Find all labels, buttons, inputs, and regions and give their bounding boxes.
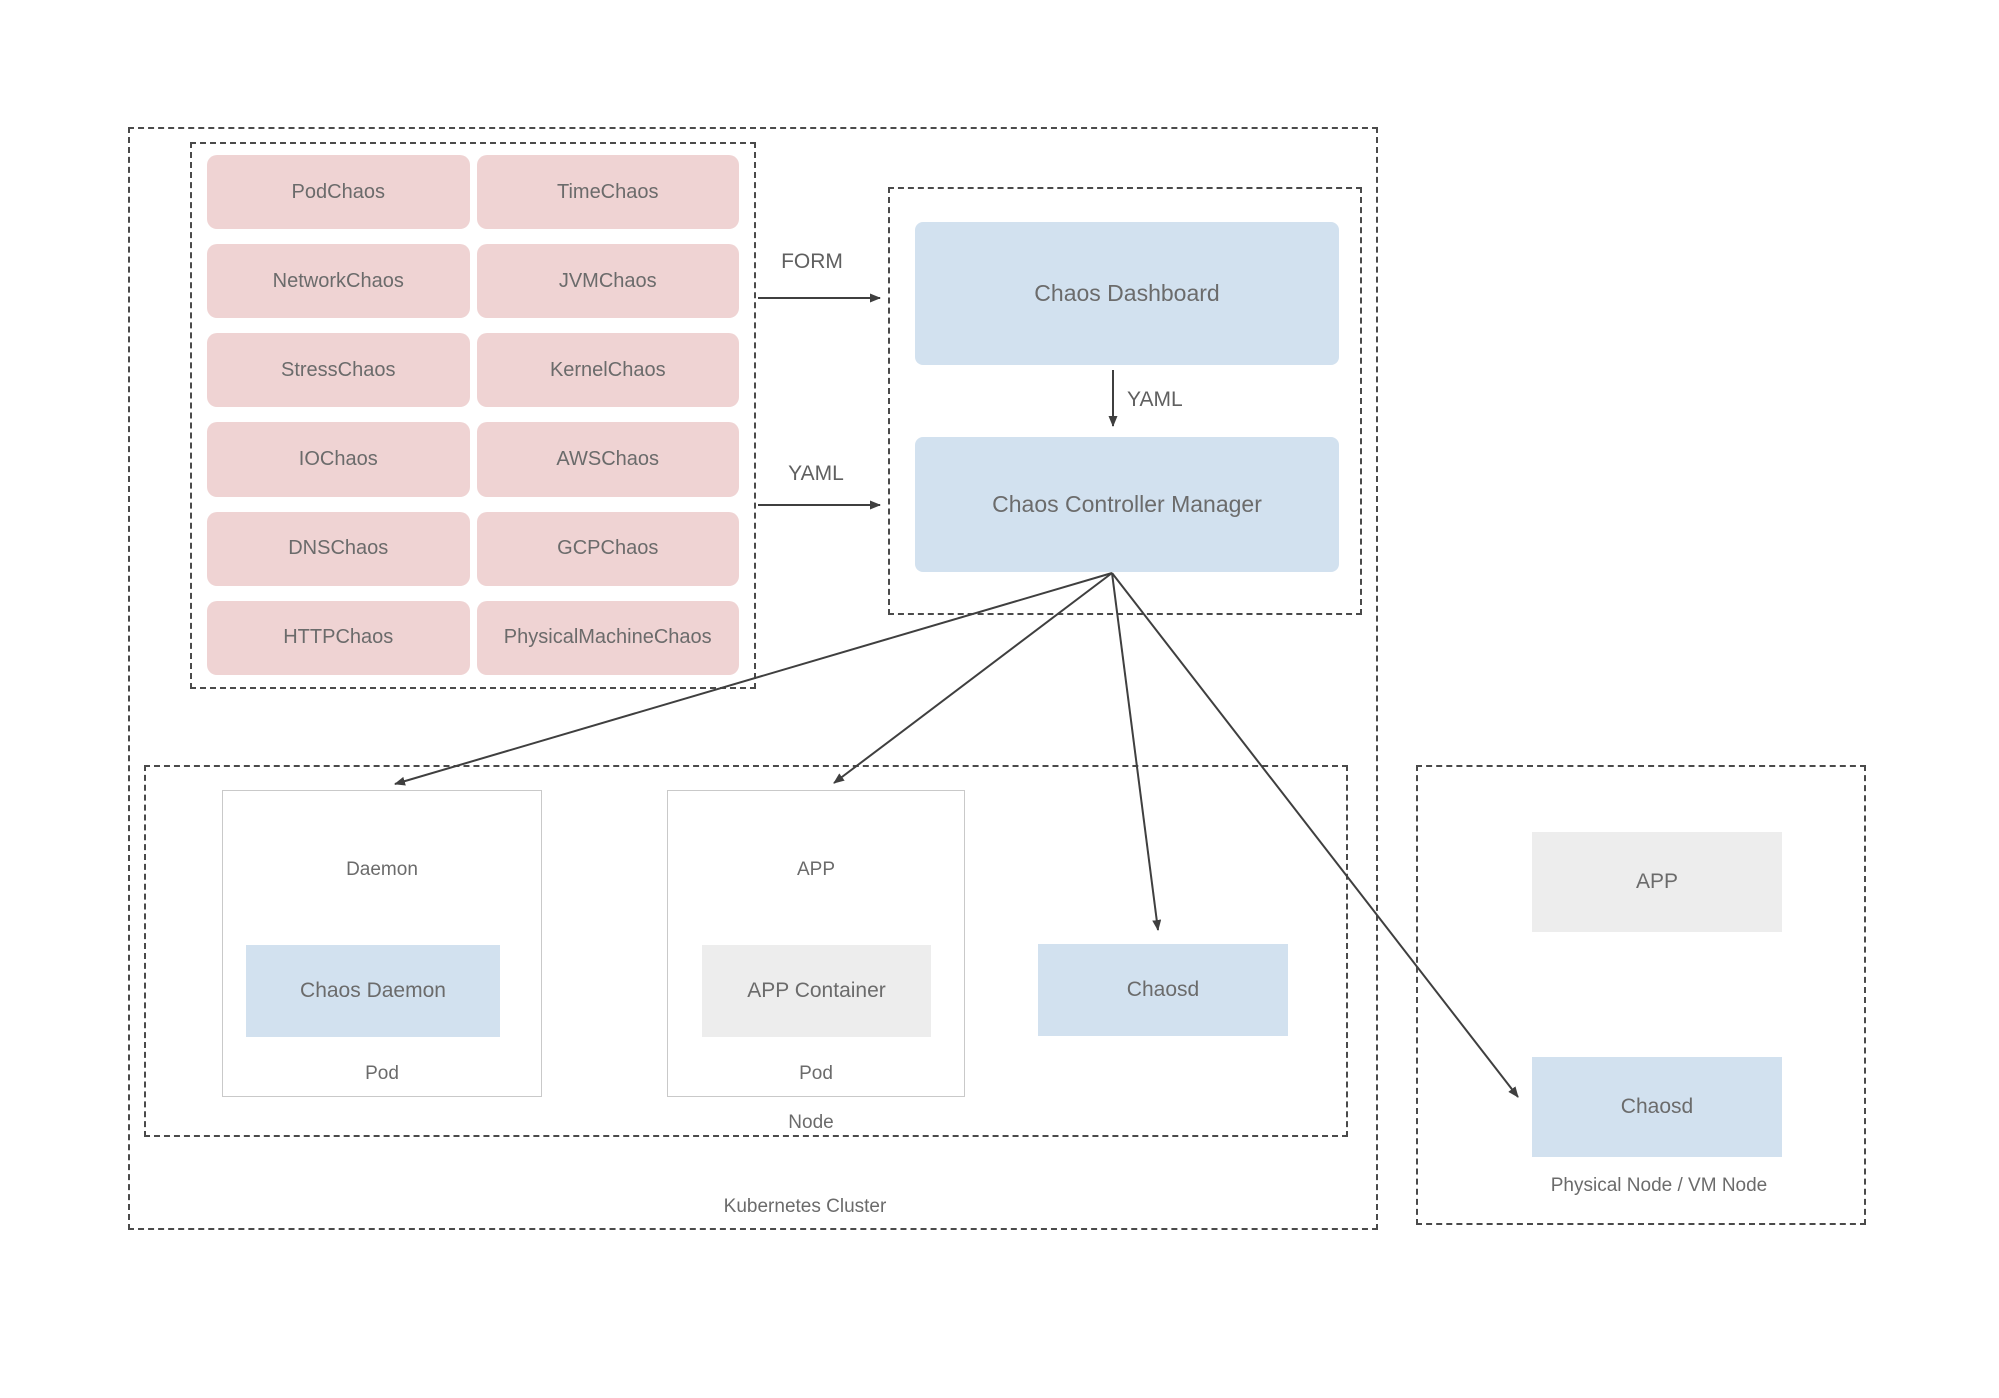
chaos-type-dnschaos: DNSChaos [207, 511, 470, 586]
chaos-daemon-box: Chaos Daemon [246, 945, 500, 1037]
chaos-controller-manager-box: Chaos Controller Manager [915, 437, 1339, 572]
chaos-type-stresschaos: StressChaos [207, 333, 470, 408]
chaos-type-gcpchaos: GCPChaos [476, 511, 739, 586]
chaos-types-box: PodChaos TimeChaos NetworkChaos JVMChaos… [190, 142, 756, 689]
daemon-pod-box: Daemon Chaos Daemon Pod [222, 790, 542, 1097]
chaos-type-timechaos: TimeChaos [476, 155, 739, 230]
chaos-type-httpchaos: HTTPChaos [207, 600, 470, 675]
physical-node-box: APP Chaosd Physical Node / VM Node [1416, 765, 1866, 1225]
chaos-type-jvmchaos: JVMChaos [476, 244, 739, 319]
physical-app-box: APP [1532, 832, 1782, 932]
chaos-type-podchaos: PodChaos [207, 155, 470, 230]
app-pod-box: APP APP Container Pod [667, 790, 965, 1097]
chaos-type-physicalmachinechaos: PhysicalMachineChaos [476, 600, 739, 675]
kubernetes-cluster-label: Kubernetes Cluster [723, 1196, 887, 1217]
app-container-box: APP Container [702, 945, 931, 1037]
chaos-type-kernelchaos: KernelChaos [476, 333, 739, 408]
yaml-input-arrow-label: YAML [788, 462, 844, 485]
yaml-dashboard-to-controller-label: YAML [1127, 388, 1183, 411]
app-pod-footer: Pod [799, 1063, 833, 1084]
form-arrow-label: FORM [781, 250, 843, 273]
chaos-type-iochaos: IOChaos [207, 422, 470, 497]
chaos-dashboard-box: Chaos Dashboard [915, 222, 1339, 365]
node-label: Node [788, 1112, 834, 1133]
chaos-type-awschaos: AWSChaos [476, 422, 739, 497]
daemon-pod-footer: Pod [365, 1063, 399, 1084]
chaosd-physical-box: Chaosd [1532, 1057, 1782, 1157]
physical-node-label: Physical Node / VM Node [1550, 1175, 1768, 1196]
chaos-type-networkchaos: NetworkChaos [207, 244, 470, 319]
app-pod-title: APP [796, 859, 836, 880]
daemon-pod-title: Daemon [346, 859, 418, 880]
chaosd-node-box: Chaosd [1038, 944, 1288, 1036]
